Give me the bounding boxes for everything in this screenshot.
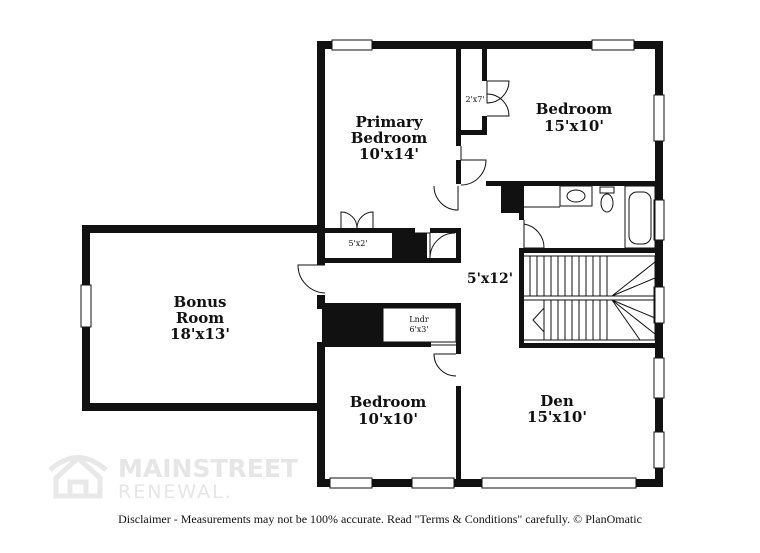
disclaimer-text: Disclaimer - Measurements may not be 100… (118, 512, 642, 526)
windows (80, 39, 665, 489)
mainstreet-logo-icon (48, 454, 108, 499)
staircase (524, 255, 656, 341)
primary-bedroom-label-2: Bedroom (351, 129, 428, 147)
closet-ne-dims: 2'x7' (465, 95, 484, 104)
interior-walls (322, 49, 655, 482)
room-labels: Primary Bedroom 10'x14' Bedroom 15'x10' … (170, 95, 612, 428)
bedroom-ne-label: Bedroom (536, 100, 613, 118)
den-dims: 15'x10' (527, 408, 587, 426)
watermark-line2: RENEWAL. (118, 481, 233, 503)
bonus-room-dims: 18'x13' (170, 325, 230, 343)
bedroom-ne-dims: 15'x10' (544, 117, 604, 135)
primary-bedroom-label-1: Primary (355, 113, 423, 131)
laundry-closet (382, 307, 457, 343)
laundry-label: Lndr (409, 315, 429, 324)
toilet-bowl-icon (600, 193, 614, 213)
primary-bedroom-dims: 10'x14' (359, 145, 419, 163)
bonus-room-label-2: Room (176, 309, 224, 327)
toilet-tank-icon (599, 186, 615, 194)
closet-primary-dims: 5'x2' (348, 239, 367, 248)
bonus-room-label-1: Bonus (174, 293, 227, 311)
laundry-dims: 6'x3' (409, 325, 428, 334)
hallway-dims: 5'x12' (467, 271, 513, 287)
sink-icon (566, 189, 586, 203)
watermark-line1: MAINSTREET (118, 454, 298, 483)
bedroom-sw-dims: 10'x10' (358, 410, 418, 428)
bathroom-fixtures (524, 185, 656, 249)
watermark: MAINSTREET RENEWAL. (48, 454, 298, 503)
vanity-icon (559, 185, 593, 207)
bedroom-sw-label: Bedroom (350, 393, 427, 411)
doors (297, 80, 545, 377)
den-label: Den (540, 392, 574, 410)
bathtub-icon (624, 185, 656, 249)
floor-plan: MAINSTREET RENEWAL. (48, 39, 665, 503)
